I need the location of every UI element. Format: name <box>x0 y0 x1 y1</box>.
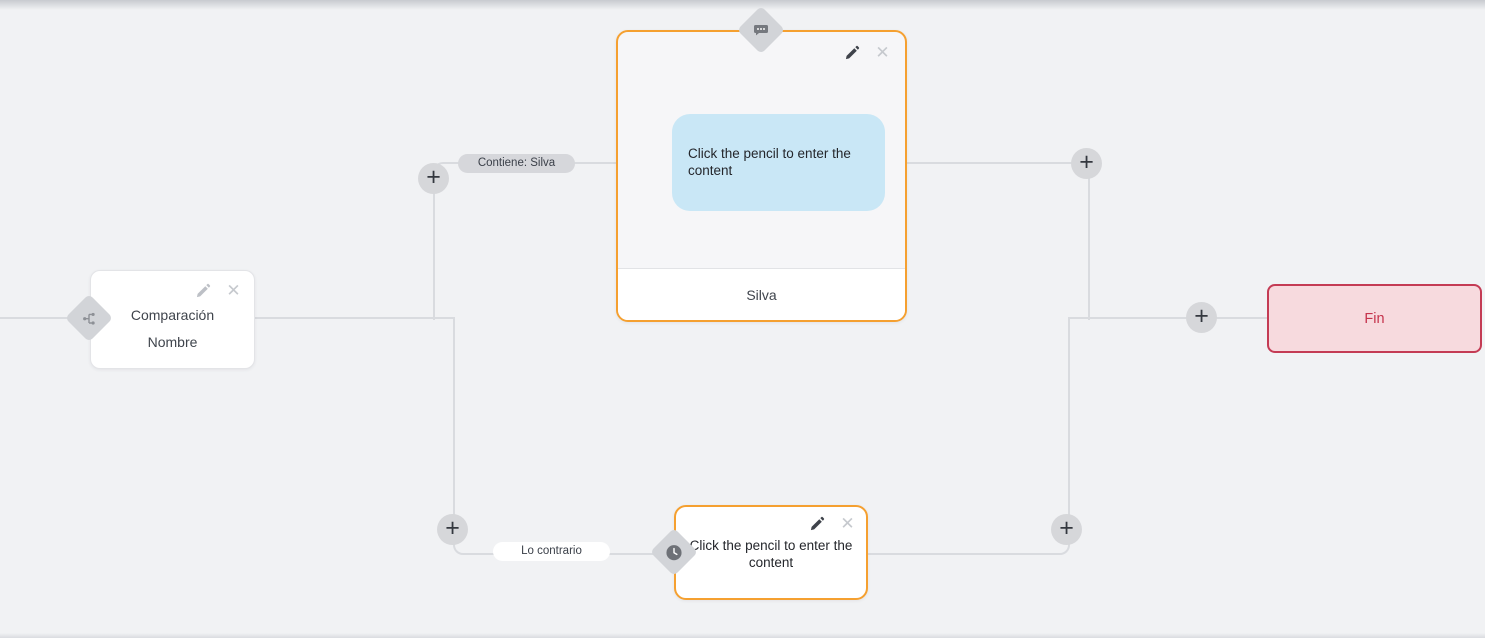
end-node-label: Fin <box>1364 310 1385 327</box>
chat-bubble-icon <box>753 22 769 38</box>
add-node-button-otherwise-branch[interactable]: + <box>437 514 468 545</box>
close-icon: ✕ <box>840 514 855 533</box>
condition-node[interactable]: ✕ Comparación Nombre <box>90 270 255 369</box>
pencil-icon <box>196 283 211 298</box>
delete-fallback-button[interactable]: ✕ <box>839 515 856 532</box>
edge-merge-to-end <box>1068 317 1267 319</box>
plus-icon: + <box>1194 302 1209 330</box>
edge-message-to-merge <box>907 162 1090 320</box>
message-preview-bubble: Click the pencil to enter the content <box>672 114 885 211</box>
add-node-button-after-message[interactable]: + <box>1071 148 1102 179</box>
condition-type-badge <box>64 293 114 343</box>
edge-fallback-to-merge <box>868 318 1070 555</box>
fallback-node[interactable]: ✕ Click the pencil to enter the content <box>674 505 868 600</box>
edge-into-condition <box>0 317 90 319</box>
edit-fallback-button[interactable] <box>809 515 826 532</box>
close-icon: ✕ <box>875 43 890 62</box>
edge-label-otherwise: Lo contrario <box>493 542 610 561</box>
edit-condition-button[interactable] <box>195 282 212 299</box>
edge-condition-out <box>253 317 455 319</box>
delete-message-button[interactable]: ✕ <box>874 44 891 61</box>
condition-title-line2: Nombre <box>147 334 198 350</box>
plus-icon: + <box>445 514 460 542</box>
pencil-icon <box>810 516 825 531</box>
condition-title-line1: Comparación <box>130 307 215 323</box>
pencil-icon <box>845 45 860 60</box>
plus-icon: + <box>1059 514 1074 542</box>
branch-icon <box>82 311 97 326</box>
plus-icon: + <box>426 163 441 191</box>
delete-condition-button[interactable]: ✕ <box>225 282 242 299</box>
edge-label-match: Contiene: Silva <box>458 154 575 173</box>
add-node-button-before-end[interactable]: + <box>1186 302 1217 333</box>
edge-branch-match <box>433 162 618 320</box>
message-footer: Silva <box>618 268 905 320</box>
message-node[interactable]: ✕ Click the pencil to enter the content … <box>616 30 907 322</box>
add-node-button-match-branch[interactable]: + <box>418 163 449 194</box>
message-placeholder-text: Click the pencil to enter the content <box>688 145 851 178</box>
end-node[interactable]: Fin <box>1267 284 1482 353</box>
bottom-edge-shadow <box>0 633 1485 638</box>
fallback-type-badge <box>649 527 699 577</box>
condition-title: Comparación Nombre <box>91 307 254 350</box>
clock-icon <box>666 544 683 561</box>
edge-branch-otherwise <box>453 318 676 555</box>
plus-icon: + <box>1079 148 1094 176</box>
message-type-badge <box>736 5 786 55</box>
close-icon: ✕ <box>226 281 241 300</box>
edit-message-button[interactable] <box>844 44 861 61</box>
add-node-button-after-fallback[interactable]: + <box>1051 514 1082 545</box>
fallback-placeholder-text: Click the pencil to enter the content <box>689 538 853 570</box>
message-footer-label: Silva <box>746 286 777 303</box>
top-edge-shadow <box>0 0 1485 10</box>
